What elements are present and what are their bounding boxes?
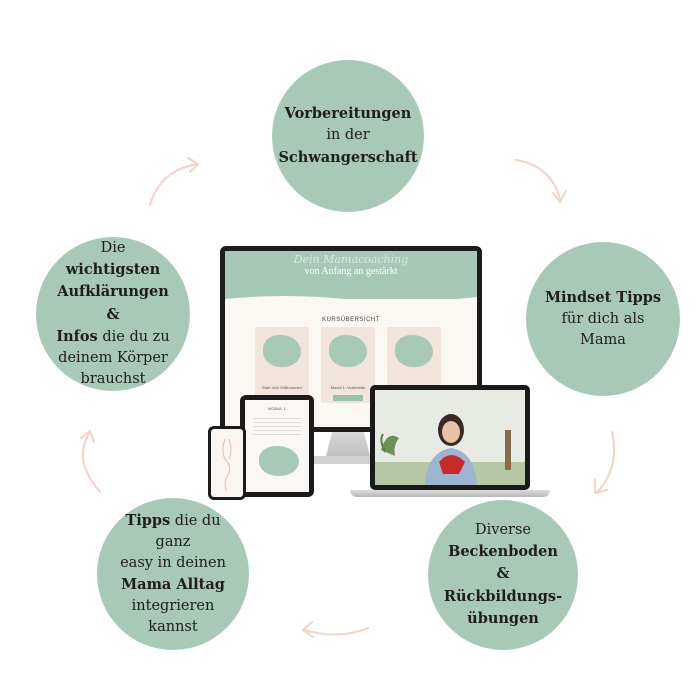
topic-circle-preparation: Vorbereitungen in der Schwangerschaft bbox=[272, 60, 424, 212]
tablet-image bbox=[259, 446, 299, 476]
arrow-bottom-head bbox=[301, 620, 315, 639]
circle-text: wichtigsten bbox=[65, 261, 161, 279]
monitor-stand bbox=[325, 432, 371, 458]
tablet-device: MODUL 1 bbox=[240, 395, 314, 497]
arrow-top-right-head bbox=[551, 189, 568, 204]
card-image bbox=[329, 335, 367, 367]
circle-text: Schwangerschaft bbox=[278, 148, 418, 166]
monitor-stand-base bbox=[306, 456, 392, 464]
topic-circle-info: Die wichtigsten Aufklärungen & Infos die… bbox=[36, 237, 190, 391]
circle-text: deinem Körper bbox=[58, 349, 168, 366]
circle-text: Mindset Tipps bbox=[544, 288, 662, 306]
circle-text: kannst bbox=[148, 619, 198, 636]
arrow-top-left bbox=[148, 162, 200, 207]
arrow-top-left-head bbox=[186, 156, 200, 174]
arrow-left-head bbox=[79, 429, 96, 444]
video-still bbox=[375, 390, 525, 485]
banner-wave bbox=[225, 296, 477, 305]
card-image bbox=[263, 335, 301, 367]
body-sketch-icon bbox=[222, 438, 232, 492]
phone-device bbox=[208, 426, 246, 500]
section-title: KURSÜBERSICHT bbox=[322, 317, 380, 323]
phone-screen bbox=[211, 429, 243, 497]
circle-text: brauchst bbox=[80, 370, 146, 387]
topic-circle-tips: Tipps die du ganz easy in deinen Mama Al… bbox=[97, 498, 249, 650]
topic-circle-mindset: Mindset Tipps für dich als Mama bbox=[526, 242, 680, 396]
card-label: Modul 1: Vorbereitu bbox=[330, 385, 366, 390]
arrow-right bbox=[595, 430, 616, 494]
circle-text: Tipps bbox=[125, 511, 171, 529]
circle-text: übungen bbox=[467, 609, 539, 627]
circle-text: integrieren bbox=[131, 598, 215, 615]
course-banner: Dein Mamacoaching von Anfang an gestärkt bbox=[225, 251, 477, 305]
laptop-base bbox=[350, 490, 550, 497]
circle-text: für dich als Mama bbox=[561, 310, 645, 348]
arrow-right-head bbox=[593, 478, 609, 495]
circle-text: die du zu bbox=[97, 328, 170, 345]
circle-text: in der bbox=[326, 127, 370, 144]
circle-text: Die bbox=[100, 240, 126, 257]
circle-text: die du ganz bbox=[155, 512, 221, 550]
monitor-screen: Dein Mamacoaching von Anfang an gestärkt… bbox=[225, 251, 477, 427]
circle-text: Vorbereitungen bbox=[284, 105, 412, 123]
card-image bbox=[395, 335, 433, 367]
card-label: Start dich Willkommen bbox=[262, 385, 302, 390]
circle-text: Rückbildungs- bbox=[443, 587, 563, 605]
circle-text: Infos bbox=[56, 327, 98, 345]
arrow-top-right bbox=[514, 158, 562, 202]
banner-script-title: Dein Mamacoaching bbox=[293, 253, 409, 266]
tablet-screen: MODUL 1 bbox=[245, 400, 309, 492]
circle-text: Mama Alltag bbox=[121, 576, 225, 593]
course-card[interactable]: Modul 1: Vorbereitu bbox=[321, 327, 375, 403]
topic-circle-exercises: Diverse Beckenboden & Rückbildungs- übun… bbox=[428, 500, 578, 650]
laptop-screen bbox=[375, 390, 525, 485]
circle-text: easy in deinen bbox=[120, 554, 226, 571]
desktop-monitor: Dein Mamacoaching von Anfang an gestärkt… bbox=[220, 246, 482, 432]
arrow-left bbox=[81, 430, 102, 494]
circle-text: Beckenboden & bbox=[448, 543, 558, 583]
arrow-bottom bbox=[302, 626, 370, 636]
card-button[interactable] bbox=[333, 395, 363, 401]
circle-text: Aufklärungen & bbox=[57, 283, 169, 323]
tablet-title: MODUL 1 bbox=[268, 406, 286, 411]
circle-text: Diverse bbox=[475, 522, 531, 539]
course-card[interactable]: Start dich Willkommen bbox=[255, 327, 309, 403]
laptop-device bbox=[370, 385, 530, 490]
banner-subtitle: von Anfang an gestärkt bbox=[304, 266, 398, 277]
tablet-text-lines bbox=[253, 418, 301, 436]
